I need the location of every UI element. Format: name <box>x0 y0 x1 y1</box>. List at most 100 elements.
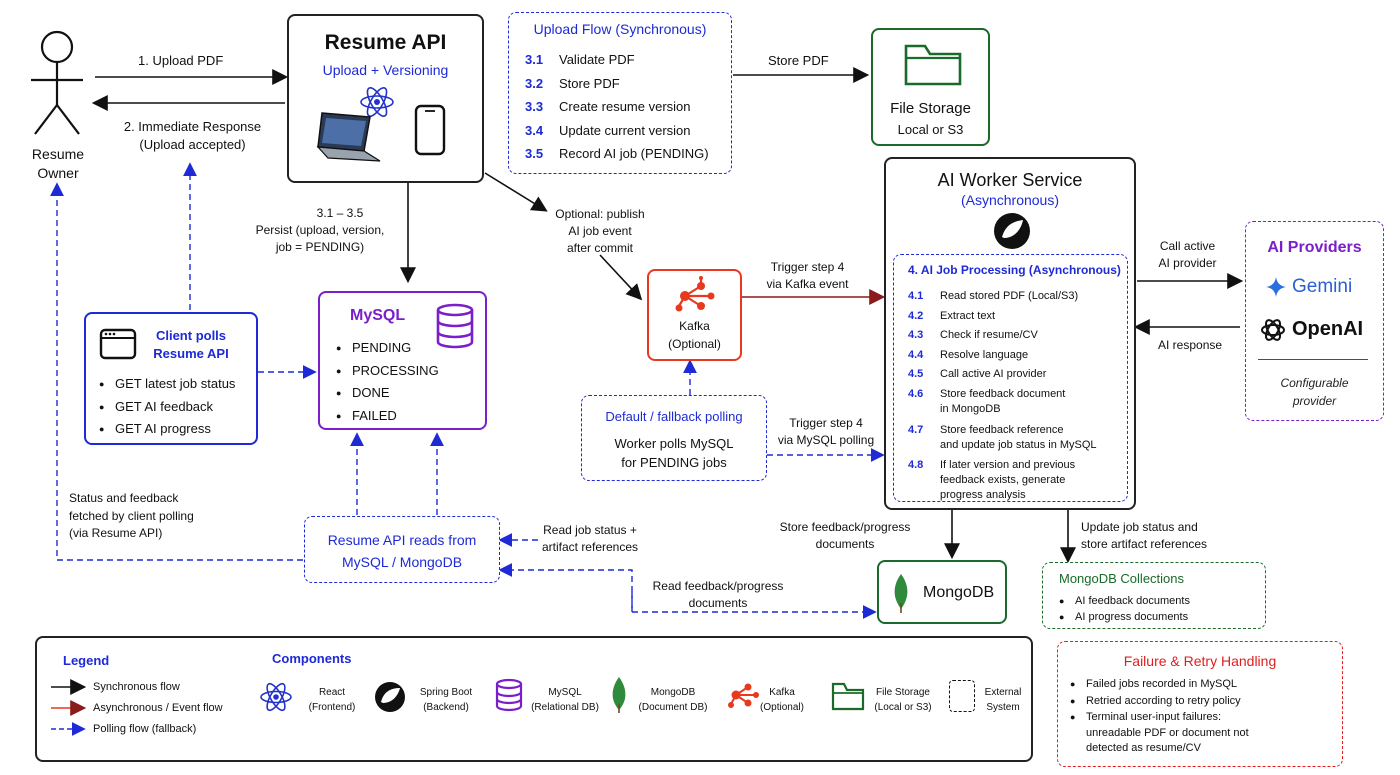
react-icon <box>360 87 394 117</box>
mongodb-box[interactable]: MongoDB <box>877 560 1007 624</box>
spring-boot-icon <box>994 213 1030 249</box>
mongodb-leaf-icon <box>894 574 908 613</box>
kafka-icon <box>675 276 715 312</box>
legend-react-label: React (Frontend) <box>297 685 367 715</box>
mysql-title: MySQL <box>350 307 406 324</box>
mongo-collections-box: MongoDB Collections AI feedback document… <box>1042 562 1266 629</box>
providers-note-line-2: provider <box>1292 394 1337 408</box>
kafka-box[interactable]: Kafka (Optional) <box>647 269 742 361</box>
ai-step-text: Call active AI provider <box>940 368 1047 380</box>
mysql-state: PROCESSING <box>336 360 439 383</box>
store-feedback-line-1: Store feedback/progress <box>779 520 911 534</box>
legend-spring-boot-label: Spring Boot (Backend) <box>409 685 483 715</box>
label-read-feedback: Read feedback/progress documents <box>643 578 793 612</box>
upload-step-num: 3.3 <box>525 99 544 114</box>
reads-line-1: Resume API reads from <box>327 532 477 548</box>
persist-line-1: 3.1 – 3.5 <box>316 206 364 220</box>
client-polls-box[interactable]: Client polls Resume API GET latest job s… <box>84 312 258 445</box>
laptop-icon <box>316 112 381 162</box>
failure-item-text: Retried according to retry policy <box>1086 694 1241 707</box>
ai-job-processing-box: 4. AI Job Processing (Asynchronous) 4.1 R… <box>893 254 1128 502</box>
update-job-line-1: Update job status and <box>1081 520 1198 534</box>
client-polls-title: Client polls Resume API <box>141 327 241 363</box>
legend-component-name: Spring Boot <box>419 687 473 698</box>
legend-react-icon <box>260 682 292 712</box>
read-feedback-line-1: Read feedback/progress <box>652 579 784 593</box>
upload-step-num: 3.5 <box>525 146 544 161</box>
client-polls-title-line-2: Resume API <box>153 346 229 361</box>
legend-mongodb-label: MongoDB (Document DB) <box>633 685 713 715</box>
update-job-line-2: store artifact references <box>1081 537 1208 551</box>
components-title: Components <box>272 651 352 666</box>
gemini-label: Gemini <box>1292 276 1353 297</box>
label-trigger-mysql: Trigger step 4 via MySQL polling <box>770 415 882 449</box>
legend-box: Legend Synchronous flow Asynchronous / E… <box>35 636 1033 762</box>
resume-api-box[interactable]: Resume API Upload + Versioning <box>287 14 484 183</box>
openai-label: OpenAI <box>1292 318 1364 340</box>
read-job-status-line-1: Read job status + <box>543 523 637 537</box>
ai-step-text: Read stored PDF (Local/S3) <box>940 290 1079 302</box>
ai-step-num: 4.5 <box>908 368 924 380</box>
ai-step-text: progress analysis <box>940 488 1026 501</box>
resume-owner-line-1: Resume <box>31 146 85 162</box>
gemini-icon <box>1266 277 1286 297</box>
arrow-publish-2 <box>599 254 643 301</box>
upload-step-text: Create resume version <box>559 99 691 114</box>
phone-icon <box>414 104 446 156</box>
ai-step-text: If later version and previous <box>940 458 1076 471</box>
mongo-collection-item: AI feedback documents <box>1059 593 1190 609</box>
upload-step-num: 3.1 <box>525 52 544 67</box>
status-feedback-line-2: fetched by client polling <box>69 508 194 523</box>
ai-step-text: in MongoDB <box>940 402 1001 415</box>
trigger-mysql-line-2: via MySQL polling <box>777 433 875 447</box>
client-polls-title-line-1: Client polls <box>155 328 227 343</box>
legend-spring-boot-icon <box>375 682 405 712</box>
persist-line-3: job = PENDING) <box>275 240 365 254</box>
resume-api-title: Resume API <box>324 31 447 54</box>
legend-kafka-label: Kafka (Optional) <box>757 685 807 715</box>
ai-worker-title: AI Worker Service <box>937 170 1083 190</box>
trigger-kafka-line-2: via Kafka event <box>766 277 849 291</box>
legend-external-box-icon <box>949 680 975 712</box>
resume-api-subtitle: Upload + Versioning <box>322 62 449 78</box>
fallback-text-line-1: Worker polls MySQL <box>614 436 734 451</box>
mysql-state: FAILED <box>336 405 439 428</box>
stick-figure-icon <box>31 30 83 135</box>
upload-step-text: Update current version <box>559 122 691 138</box>
upload-step-text: Record AI job (PENDING) <box>559 146 709 161</box>
ai-job-title: 4. AI Job Processing (Asynchronous) <box>908 263 1121 277</box>
ai-worker-box[interactable]: AI Worker Service (Asynchronous) 4. AI J… <box>884 157 1136 510</box>
legend-mysql-label: MySQL (Relational DB) <box>525 685 605 715</box>
file-storage-title: File Storage <box>890 100 971 117</box>
legend-file-storage-label: File Storage (Local or S3) <box>867 685 939 715</box>
legend-component-name: MySQL <box>548 687 582 698</box>
legend-folder-icon <box>831 682 865 711</box>
file-storage-box[interactable]: File Storage Local or S3 <box>871 28 990 146</box>
status-feedback-line-1: Status and feedback <box>69 491 179 505</box>
ai-step-num: 4.1 <box>908 290 924 302</box>
mongo-collection-item: AI progress documents <box>1059 609 1190 625</box>
reads-box-text: Resume API reads from MySQL / MongoDB <box>305 529 499 573</box>
client-poll-item: GET latest job status <box>99 373 235 396</box>
immediate-response-line-1: 2. Immediate Response <box>123 119 262 134</box>
legend-component-name: Kafka <box>769 687 795 698</box>
immediate-response-line-2: (Upload accepted) <box>139 137 246 152</box>
label-call-provider: Call active AI provider <box>1140 238 1235 272</box>
call-provider-line-2: AI provider <box>1158 256 1217 270</box>
mysql-state: PENDING <box>336 337 439 360</box>
legend-kafka-icon <box>728 683 759 708</box>
client-polls-items: GET latest job status GET AI feedback GE… <box>99 373 235 441</box>
read-job-status-line-2: artifact references <box>541 540 639 554</box>
ai-step-text: Extract text <box>940 309 996 322</box>
label-store-feedback: Store feedback/progress documents <box>770 519 920 553</box>
ai-step-num: 4.7 <box>908 423 924 436</box>
mysql-box[interactable]: MySQL PENDING PROCESSING DONE FAILED <box>318 291 487 430</box>
fallback-title: Default / fallback polling <box>605 409 743 424</box>
optional-publish-line-1: Optional: publish <box>555 207 645 221</box>
